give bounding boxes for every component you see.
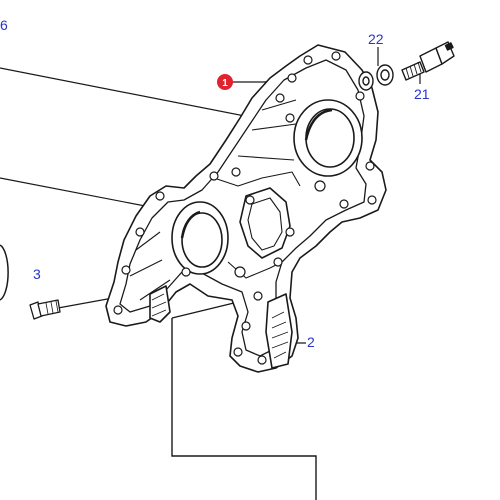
bolt-hole xyxy=(285,227,295,237)
bolt-hole xyxy=(113,305,123,315)
bolt-shank xyxy=(37,299,61,317)
lower-leg-right xyxy=(265,293,293,369)
bolt-hole xyxy=(303,55,313,65)
bolt-hole xyxy=(155,191,165,201)
bolt-hole xyxy=(355,91,365,101)
bolt-hole xyxy=(339,199,349,209)
bolt-hole xyxy=(241,321,251,331)
upper-bore-inner xyxy=(305,108,355,168)
bolt xyxy=(29,299,61,320)
callout-part-2: 2 xyxy=(307,334,315,350)
bolt-hole xyxy=(121,265,131,275)
sealing-ring-inner xyxy=(380,69,390,81)
bolt-hole xyxy=(181,267,191,277)
bolt-hole xyxy=(245,195,255,205)
bolt-hole xyxy=(233,347,243,357)
bolt-holes xyxy=(113,51,377,365)
upper-bore-shade xyxy=(304,108,333,141)
bolt-hole xyxy=(285,113,295,123)
bolt-thread-lines xyxy=(45,300,59,315)
sensor-thread-lines xyxy=(405,61,422,79)
callout-part-21: 21 xyxy=(414,86,430,102)
bolt-hole xyxy=(287,73,297,83)
bolt-hole xyxy=(231,167,241,177)
callout-part-22: 22 xyxy=(368,31,384,47)
bolt-hole xyxy=(257,355,267,365)
central-window-inner xyxy=(247,197,283,251)
callout-part-3: 3 xyxy=(33,266,41,282)
marker-part-1: 1 xyxy=(217,74,233,90)
timing-cover-inner-flange xyxy=(119,59,367,357)
bolt-hole xyxy=(209,171,219,181)
gasket-sheet-outline xyxy=(171,318,317,500)
callout-part-6: 6 xyxy=(0,17,8,33)
bolt-hole xyxy=(331,51,341,61)
lower-bore-shade xyxy=(180,210,201,239)
partial-pulley-outline xyxy=(0,244,9,301)
lower-leg-right-hatch xyxy=(271,311,289,359)
bolt-hole xyxy=(234,266,246,278)
bolt-hole xyxy=(273,257,283,267)
lower-bore-inner xyxy=(181,212,223,268)
bolt-hole xyxy=(367,195,377,205)
bolt-hole xyxy=(253,291,263,301)
gasket-sheet-top-edge xyxy=(171,301,239,319)
sensor-pin xyxy=(444,42,454,51)
lower-leg-left xyxy=(149,285,171,323)
marker-part-1-label: 1 xyxy=(222,78,228,89)
bolt-hole xyxy=(135,227,145,237)
timing-cover xyxy=(105,44,387,373)
marker-part-1-circle xyxy=(217,74,233,90)
bolt-hole xyxy=(365,161,375,171)
bolt-hole xyxy=(275,93,285,103)
lower-leg-left-hatch xyxy=(151,293,167,317)
bolt-hole xyxy=(314,180,326,192)
sensor xyxy=(401,41,455,81)
sealing-washer-inner xyxy=(362,76,370,86)
web-upper-left xyxy=(213,171,301,187)
web-top-ribs xyxy=(237,99,297,161)
sealing-ring xyxy=(358,64,394,91)
web-left-ribs xyxy=(129,231,171,301)
